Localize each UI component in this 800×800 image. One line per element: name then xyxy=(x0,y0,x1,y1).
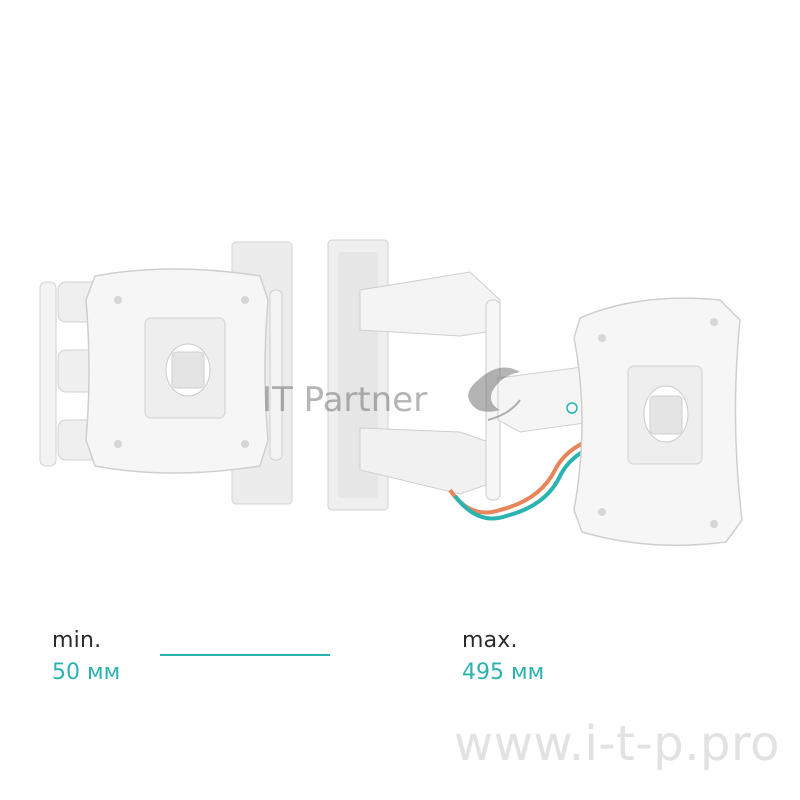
accent-divider xyxy=(160,654,330,656)
watermark-text: IT Partner xyxy=(262,380,428,420)
watermark-logo xyxy=(468,367,521,421)
folded-mount xyxy=(39,241,293,505)
min-label: min. xyxy=(52,628,102,653)
min-value: 50 мм xyxy=(52,660,121,685)
max-value: 495 мм xyxy=(462,660,545,685)
max-label: max. xyxy=(462,628,518,653)
site-url: www.i-t-p.pro xyxy=(453,716,780,772)
extended-mount xyxy=(327,239,743,547)
